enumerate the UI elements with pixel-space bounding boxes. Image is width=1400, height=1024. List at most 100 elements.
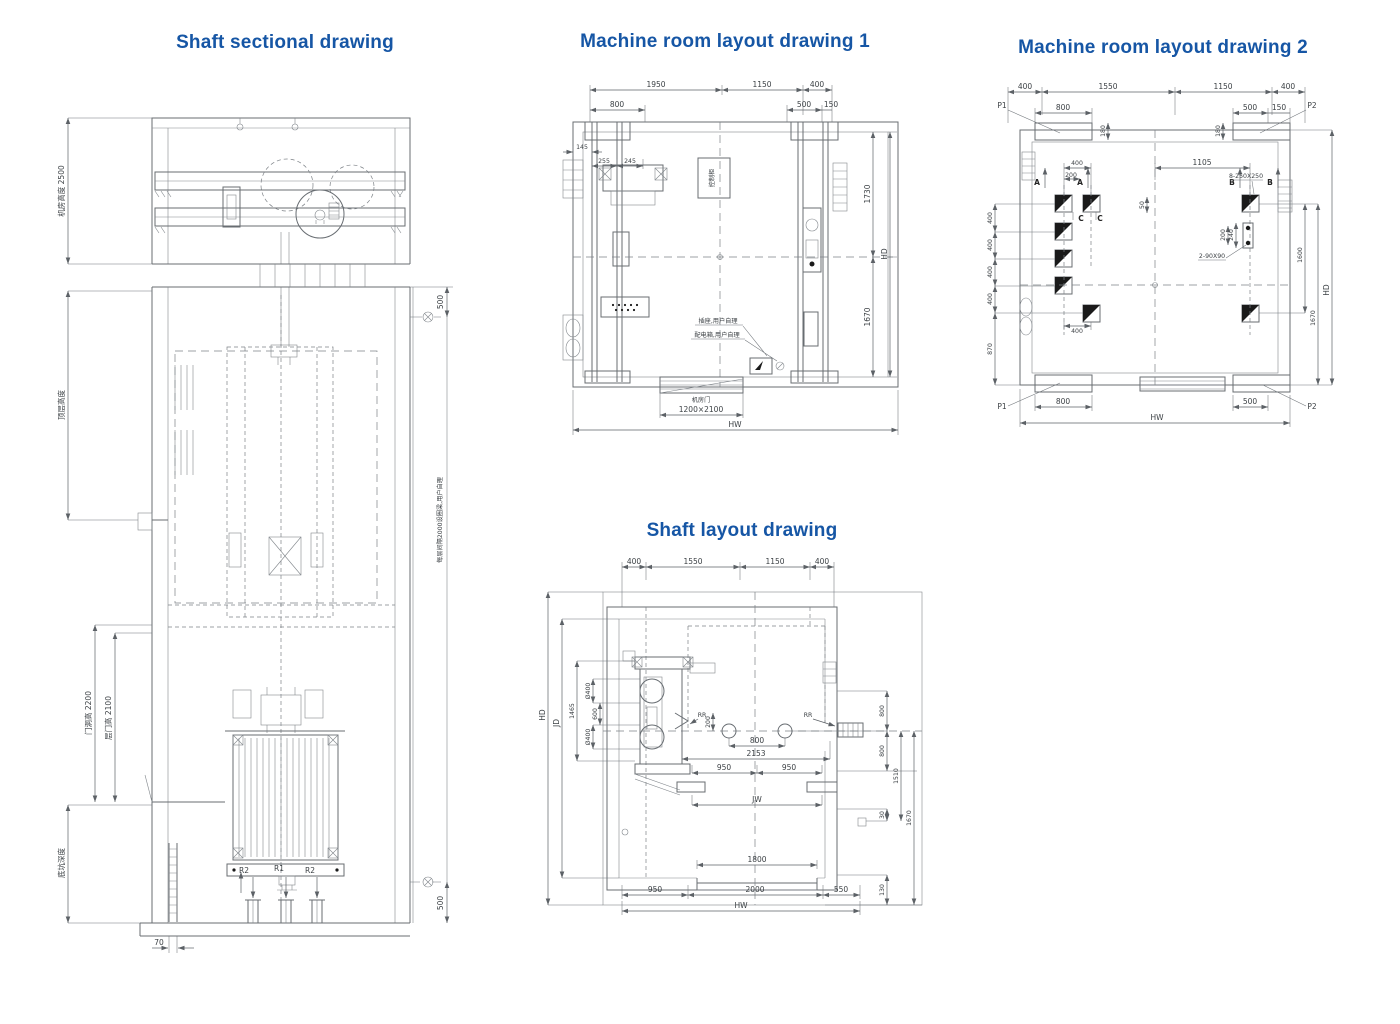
control-cabinet-label: 控制柜 <box>708 169 716 188</box>
panel-shaft-layout: 400 1550 1150 400 <box>538 557 923 915</box>
section-label: B <box>1267 178 1273 187</box>
right-equipment <box>790 121 848 384</box>
dim-label: 50 <box>1139 201 1146 209</box>
plate <box>1241 304 1260 323</box>
dim-label: 2153 <box>746 749 765 758</box>
plate <box>1082 304 1101 323</box>
hole-label: 8-250X250 <box>1229 173 1263 180</box>
section-label: A <box>1034 178 1040 187</box>
pit-structure: R2 R1 R2 70 <box>139 843 410 953</box>
port-label: P1 <box>997 402 1007 411</box>
right-dimensions: 1600 1670 HD <box>1259 129 1335 386</box>
dim-label: HD <box>880 248 889 260</box>
dim-label: 1150 <box>1213 82 1232 91</box>
dim-label: 800 <box>610 100 625 109</box>
dim-label: 1670 <box>906 810 913 826</box>
dim-label: 400 <box>815 557 830 566</box>
dim-label: 1550 <box>683 557 702 566</box>
dim-label: 550 <box>834 885 849 894</box>
top-dimensions: 1950 1150 400 800 500 150 <box>589 80 839 122</box>
dim-label: 顶层高度 <box>56 390 66 420</box>
dim-label: 800 <box>750 736 765 745</box>
title-machine-room-2: Machine room layout drawing 2 <box>1018 37 1308 58</box>
dim-label: 500 <box>797 100 812 109</box>
power-notes: 插座,用户自理 配电箱,用户自理 <box>691 317 785 375</box>
dim-label: 400 <box>810 80 825 89</box>
dim-label: 245 <box>624 158 636 165</box>
dim-label: 800 <box>1056 103 1071 112</box>
car-assembly <box>622 650 716 796</box>
dim-label: Ø400 <box>584 729 592 746</box>
dim-label: HW <box>728 420 742 429</box>
dim-label: JD <box>552 719 561 728</box>
dim-label: 150 <box>1272 103 1287 112</box>
buffer-label: R2 <box>239 866 249 875</box>
rail-label: RR <box>698 712 707 719</box>
dim-label: 600 <box>592 708 599 720</box>
door-label: 机房门 <box>692 396 711 404</box>
dim-label: 1670 <box>863 307 872 326</box>
section-label: C <box>1097 214 1103 223</box>
title-machine-room-1: Machine room layout drawing 1 <box>580 31 870 52</box>
dim-label: 950 <box>648 885 663 894</box>
dim-label: 70 <box>154 938 164 947</box>
rail-label: RR <box>804 712 813 719</box>
center-lines <box>1020 130 1290 385</box>
panel-shaft-sectional: R2 R1 R2 70 机房高度 2500 顶层高度 门洞高 2200 层门高 … <box>56 117 453 953</box>
dim-label: 400 <box>1071 160 1083 167</box>
dim-label: 200 <box>1065 172 1077 179</box>
dim-label: 400 <box>627 557 642 566</box>
top-dimensions: 400 1550 1150 400 <box>621 557 835 607</box>
dim-label: 150 <box>824 100 839 109</box>
dim-label: 1550 <box>1098 82 1117 91</box>
dim-label: Ø400 <box>584 683 592 700</box>
machine-room-door: 机房门 1200×2100 HW <box>572 376 899 435</box>
plate <box>1054 222 1073 241</box>
dim-label: 1465 <box>569 703 576 719</box>
dim-label: HW <box>1150 413 1164 422</box>
dim-label: 1950 <box>646 80 665 89</box>
dim-label: 30 <box>879 811 886 819</box>
plate <box>1082 194 1101 213</box>
title-shaft-layout: Shaft layout drawing <box>646 520 838 541</box>
dim-label: 950 <box>717 763 732 772</box>
dim-label: HW <box>734 901 748 910</box>
note-socket: 插座,用户自理 <box>698 317 737 325</box>
section-label: B <box>1229 178 1235 187</box>
dim-label: 2000 <box>745 885 764 894</box>
dim-label: 1510 <box>893 768 900 784</box>
right-dimensions: 500 500 每层间隔2000设圈梁,用户自理 <box>410 286 453 923</box>
dim-label: JW <box>751 795 762 804</box>
dim-label: 1600 <box>1297 247 1304 263</box>
right-dimensions: 800 800 30 130 1510 1670 <box>792 690 922 906</box>
port-label: P1 <box>997 101 1007 110</box>
top-dimensions: 400 1550 1150 400 800 500 150 180 180 P1… <box>997 82 1317 140</box>
right-dimensions: 1730 1670 HD <box>863 131 897 378</box>
dim-label: 500 <box>436 896 445 911</box>
bottom-dimensions: 1800 950 2000 550 HW <box>621 855 861 915</box>
dim-label: 130 <box>879 884 886 896</box>
buffer-label: R2 <box>305 866 315 875</box>
dim-label: 255 <box>598 158 610 165</box>
left-dimensions: 机房高度 2500 顶层高度 门洞高 2200 层门高 2100 底坑深度 <box>56 117 152 924</box>
buffer-label: R1 <box>274 864 284 873</box>
dim-label: 1800 <box>747 855 766 864</box>
dim-label: 400 <box>1071 328 1083 335</box>
shaft-walls <box>602 591 923 906</box>
dim-label: 200 <box>705 716 712 728</box>
title-shaft-sectional: Shaft sectional drawing <box>176 32 394 53</box>
dim-label: 400 <box>987 293 994 305</box>
port-label: P2 <box>1307 402 1317 411</box>
dim-label: 1150 <box>765 557 784 566</box>
dim-label: 950 <box>782 763 797 772</box>
dim-label: 400 <box>1281 82 1296 91</box>
dim-label: HD <box>538 709 547 721</box>
dim-label: 1105 <box>1192 158 1211 167</box>
dim-label: 层门高 2100 <box>103 696 113 740</box>
hole-label: 2-90X90 <box>1199 253 1225 260</box>
dim-label: 1730 <box>863 184 872 203</box>
plate <box>1054 276 1073 295</box>
plate <box>1054 249 1073 268</box>
left-dimensions: 400 400 400 400 870 <box>987 203 1083 386</box>
